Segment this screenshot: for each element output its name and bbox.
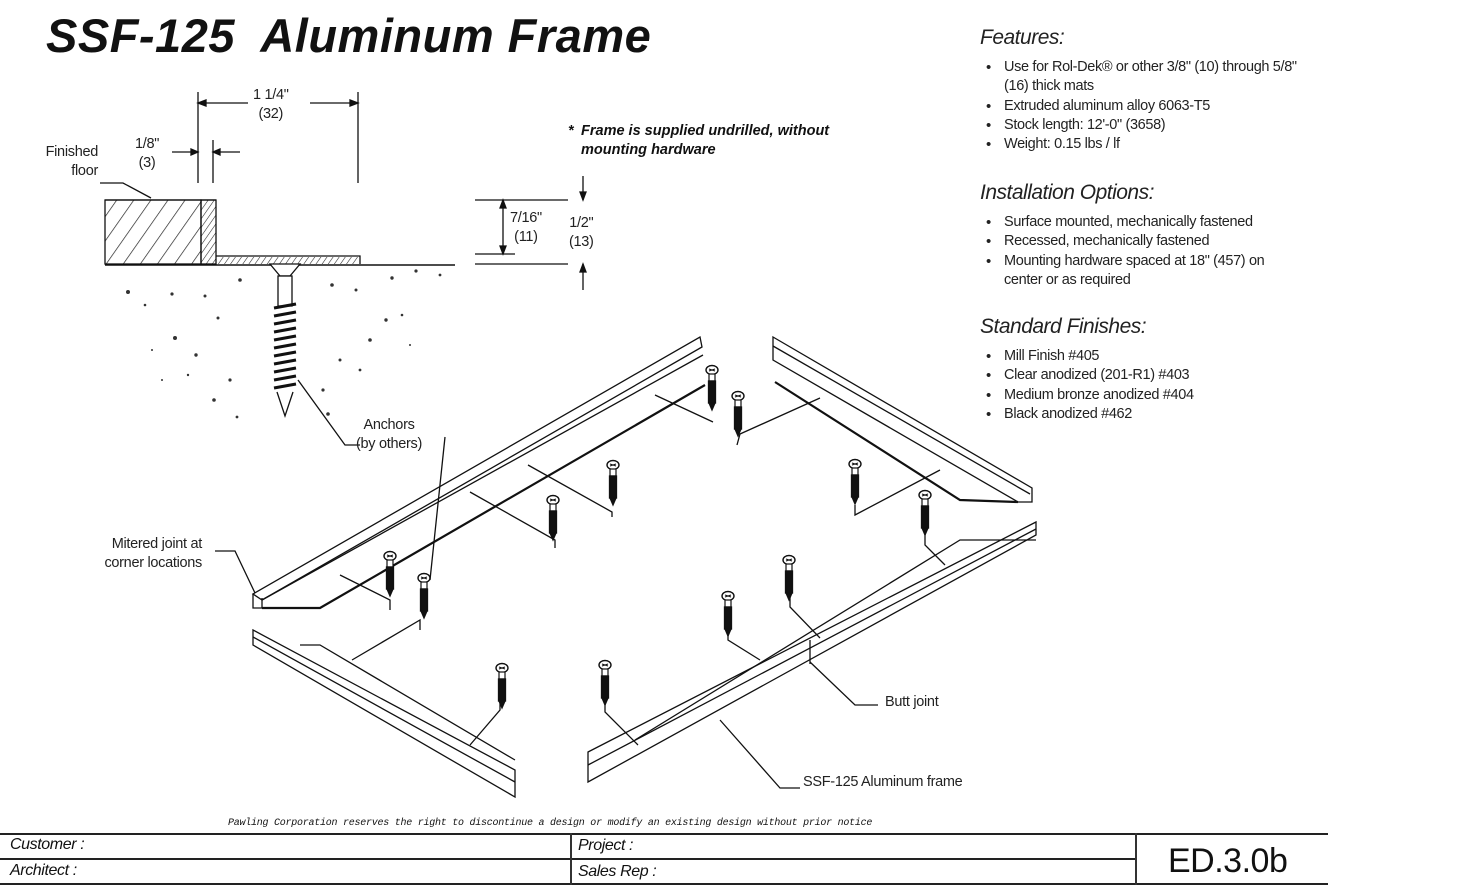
sales-rep-label: Sales Rep : xyxy=(578,863,657,880)
mitered-joint-label: Mitered joint at corner locations xyxy=(80,535,202,573)
dim-width-fraction: 1 1/4" xyxy=(253,87,289,103)
list-item: Use for Rol-Dek® or other 3/8" (10) thro… xyxy=(986,58,1304,97)
finishes-heading: Standard Finishes: xyxy=(980,315,1147,338)
customer-label: Customer : xyxy=(10,836,85,853)
dim-gap-metric: (3) xyxy=(138,155,156,171)
list-item: Mill Finish #405 xyxy=(986,347,1340,367)
divider xyxy=(0,833,1328,835)
finished-floor-label: Finished floor xyxy=(36,143,99,181)
divider xyxy=(570,833,572,885)
finishes-section: Standard Finishes: Mill Finish #405 Clea… xyxy=(980,315,1340,424)
butt-joint-label: Butt joint xyxy=(885,694,939,710)
installation-heading: Installation Options: xyxy=(980,181,1154,204)
list-item: Recessed, mechanically fastened xyxy=(986,232,1340,252)
finishes-list: Mill Finish #405 Clear anodized (201-R1)… xyxy=(980,347,1340,424)
list-item: Weight: 0.15 lbs / lf xyxy=(986,135,1340,155)
list-item: Mounting hardware spaced at 18" (457) on… xyxy=(986,252,1284,291)
dim-frame-height-fraction: 7/16" xyxy=(510,210,542,226)
installation-list: Surface mounted, mechanically fastened R… xyxy=(980,213,1340,290)
features-list: Use for Rol-Dek® or other 3/8" (10) thro… xyxy=(980,58,1340,155)
page-title: SSF-125 Aluminum Frame xyxy=(46,9,652,62)
list-item: Extruded aluminum alloy 6063-T5 xyxy=(986,97,1340,117)
disclaimer: Pawling Corporation reserves the right t… xyxy=(228,818,873,829)
divider xyxy=(1135,833,1137,885)
dim-width-metric: (32) xyxy=(258,106,284,122)
mitered-joint-line1: Mitered joint at xyxy=(111,536,203,552)
finished-floor-line1: Finished xyxy=(45,144,99,160)
list-item: Medium bronze anodized #404 xyxy=(986,386,1340,406)
frame-assembly xyxy=(215,335,1037,799)
architect-label: Architect : xyxy=(10,862,77,879)
note-line2: mounting hardware xyxy=(581,142,716,158)
section-detail xyxy=(100,92,587,446)
dim-width-label: 1 1/4" (32) xyxy=(253,86,289,124)
dim-total-height-fraction: 1/2" xyxy=(569,215,594,231)
mitered-joint-line2: corner locations xyxy=(104,555,202,571)
list-item: Stock length: 12'-0" (3658) xyxy=(986,116,1340,136)
dim-gap-fraction: 1/8" xyxy=(135,136,160,152)
note-asterisk: * xyxy=(568,123,574,139)
features-heading: Features: xyxy=(980,26,1065,49)
divider xyxy=(0,858,1135,860)
anchors-label: Anchors (by others) xyxy=(356,416,422,454)
anchors-line1: Anchors xyxy=(363,417,415,433)
list-item: Surface mounted, mechanically fastened xyxy=(986,213,1340,233)
title-block: Customer : Architect : Project : Sales R… xyxy=(0,833,1328,885)
installation-section: Installation Options: Surface mounted, m… xyxy=(980,181,1340,290)
project-label: Project : xyxy=(578,837,634,854)
drawing-code: ED.3.0b xyxy=(1168,842,1288,880)
features-section: Features: Use for Rol-Dek® or other 3/8"… xyxy=(980,26,1340,155)
note-line1: Frame is supplied undrilled, without xyxy=(581,123,830,139)
dim-frame-height-metric: (11) xyxy=(514,229,538,245)
list-item: Clear anodized (201-R1) #403 xyxy=(986,366,1340,386)
undrilled-note: * Frame is supplied undrilled, without mo… xyxy=(568,122,829,160)
frame-label: SSF-125 Aluminum frame xyxy=(803,774,963,790)
dim-frame-height-label: 7/16" (11) xyxy=(510,209,542,247)
finished-floor-line2: floor xyxy=(71,163,98,179)
divider xyxy=(0,883,1328,885)
dim-total-height-label: 1/2" (13) xyxy=(569,214,594,252)
list-item: Black anodized #462 xyxy=(986,405,1340,425)
dim-gap-label: 1/8" (3) xyxy=(135,135,159,173)
dim-total-height-metric: (13) xyxy=(569,234,594,250)
anchors-line2: (by others) xyxy=(356,436,422,452)
